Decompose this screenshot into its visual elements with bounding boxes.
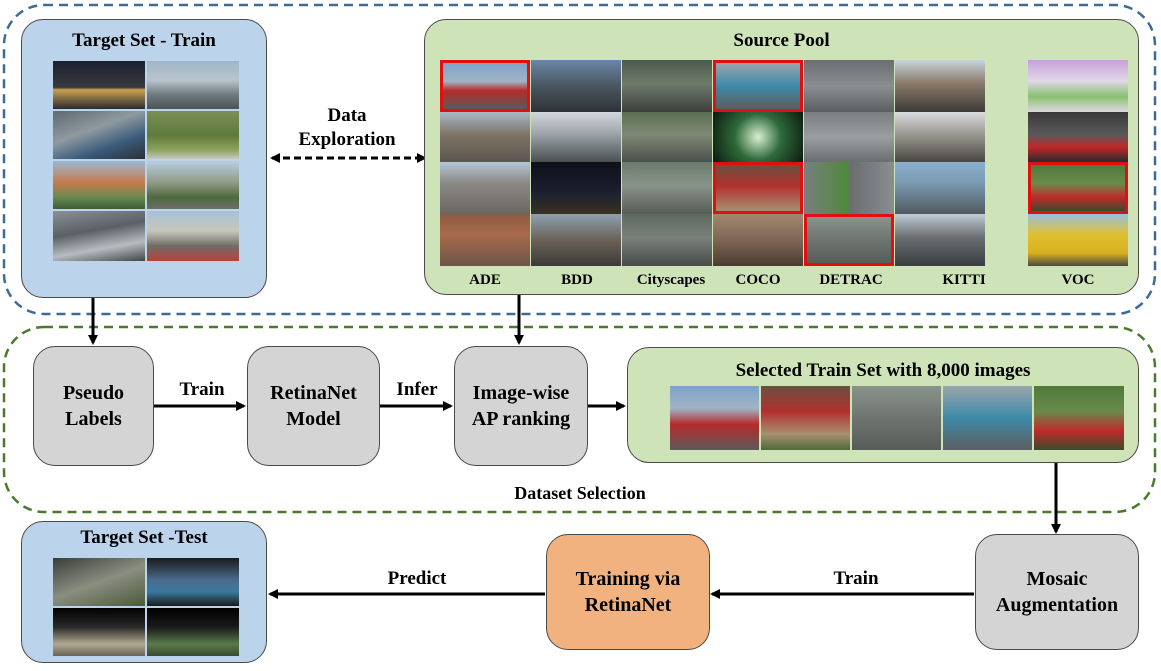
source-image bbox=[531, 60, 621, 112]
mosaic-augmentation-text: Mosaic Augmentation bbox=[995, 568, 1119, 616]
source-image bbox=[895, 162, 985, 214]
selected-image bbox=[943, 386, 1032, 450]
source-pool-box: Source Pool ADE bbox=[424, 19, 1139, 295]
target-train-image bbox=[53, 211, 145, 261]
source-label-bdd: BDD bbox=[561, 272, 593, 288]
target-train-image-grid bbox=[53, 61, 239, 261]
source-label-ade: ADE bbox=[469, 272, 501, 288]
source-image bbox=[622, 60, 712, 112]
source-image-selected bbox=[1028, 162, 1128, 214]
pseudo-labels-node: Pseudo Labels bbox=[33, 346, 154, 466]
source-image bbox=[1028, 60, 1128, 112]
edge-label-infer: Infer bbox=[396, 379, 438, 400]
data-exploration-label: Data Exploration bbox=[298, 105, 396, 150]
target-test-title: Target Set -Test bbox=[80, 527, 208, 548]
target-train-image bbox=[147, 211, 239, 261]
source-image bbox=[622, 112, 712, 162]
edge-label-train-2: Train bbox=[833, 568, 879, 589]
target-train-image bbox=[147, 161, 239, 209]
source-image bbox=[531, 214, 621, 266]
pseudo-labels-text: Pseudo Labels bbox=[62, 382, 125, 430]
edge-label-predict: Predict bbox=[387, 568, 447, 589]
source-image bbox=[622, 162, 712, 214]
source-label-kitti: KITTI bbox=[942, 272, 986, 288]
source-image bbox=[713, 112, 803, 162]
source-image bbox=[804, 112, 894, 162]
selected-image bbox=[1034, 386, 1124, 450]
selected-train-set-box: Selected Train Set with 8,000 images bbox=[627, 347, 1139, 463]
source-pool-image-grid bbox=[440, 60, 1128, 268]
dataset-selection-label: Dataset Selection bbox=[514, 483, 646, 503]
source-image bbox=[895, 214, 985, 266]
target-test-image bbox=[53, 558, 145, 606]
dataset-selection-region bbox=[2, 325, 1157, 514]
selected-image bbox=[761, 386, 850, 450]
selected-train-set-images bbox=[670, 386, 1124, 450]
source-image bbox=[1028, 214, 1128, 266]
selected-train-set-title: Selected Train Set with 8,000 images bbox=[735, 360, 1031, 381]
selected-image bbox=[670, 386, 759, 450]
target-train-image bbox=[53, 111, 145, 159]
target-test-image bbox=[147, 558, 239, 606]
edge-label-train-1: Train bbox=[179, 379, 225, 400]
source-image bbox=[895, 60, 985, 112]
source-image bbox=[1028, 112, 1128, 162]
target-test-image bbox=[147, 608, 239, 656]
source-image-selected bbox=[804, 214, 894, 266]
selected-image bbox=[852, 386, 941, 450]
source-image-selected bbox=[440, 60, 530, 112]
source-image bbox=[622, 214, 712, 266]
target-test-image-grid bbox=[53, 558, 239, 656]
source-label-coco: COCO bbox=[735, 272, 781, 288]
source-image-selected bbox=[713, 60, 803, 112]
retinanet-model-text: RetinaNet Model bbox=[270, 382, 357, 430]
mosaic-augmentation-node: Mosaic Augmentation bbox=[975, 534, 1139, 650]
training-retinanet-text: Training via RetinaNet bbox=[575, 568, 681, 616]
training-retinanet-node: Training via RetinaNet bbox=[546, 534, 710, 650]
target-train-box: Target Set - Train bbox=[21, 19, 267, 298]
source-label-voc: VOC bbox=[1061, 272, 1095, 288]
target-train-image bbox=[53, 61, 145, 109]
ap-ranking-text: Image-wise AP ranking bbox=[471, 382, 571, 430]
target-train-image bbox=[147, 111, 239, 159]
source-image-selected bbox=[713, 162, 803, 214]
data-exploration-region bbox=[2, 3, 1157, 316]
source-image bbox=[895, 112, 985, 162]
target-train-image bbox=[147, 61, 239, 109]
retinanet-model-node: RetinaNet Model bbox=[247, 346, 380, 466]
target-train-image bbox=[53, 161, 145, 209]
ap-ranking-node: Image-wise AP ranking bbox=[454, 346, 588, 466]
source-label-detrac: DETRAC bbox=[819, 272, 883, 288]
source-image bbox=[804, 60, 894, 112]
source-label-cityscapes: Cityscapes bbox=[636, 272, 706, 288]
source-image bbox=[440, 214, 530, 266]
target-test-image bbox=[53, 608, 145, 656]
source-pool-title: Source Pool bbox=[733, 30, 830, 51]
target-train-title: Target Set - Train bbox=[72, 30, 216, 51]
source-image bbox=[804, 162, 894, 214]
source-image bbox=[531, 112, 621, 162]
source-image bbox=[713, 214, 803, 266]
target-test-box: Target Set -Test bbox=[21, 521, 267, 663]
source-image bbox=[440, 162, 530, 214]
source-image bbox=[440, 112, 530, 162]
source-image bbox=[531, 162, 621, 214]
